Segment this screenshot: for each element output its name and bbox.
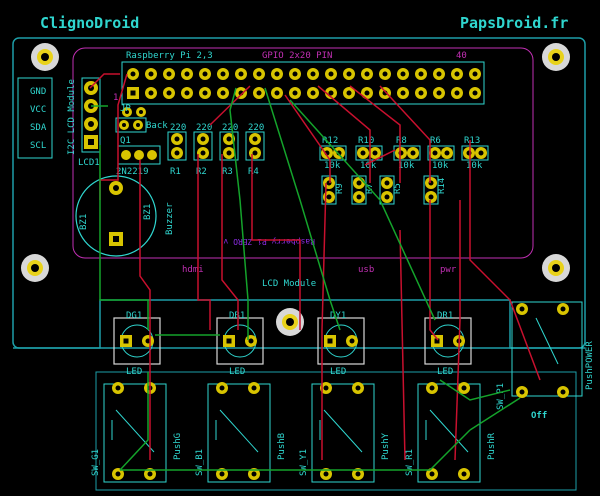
switch-ref: SW_R1: [405, 449, 415, 476]
push-power-label: PushPOWER: [585, 341, 595, 390]
led-label: LED: [330, 367, 346, 377]
push-label: PushG: [173, 433, 183, 460]
push-label: PushY: [381, 432, 391, 460]
resistor-ref: R12: [322, 136, 338, 146]
rpi-footprint: Raspberry Pi ZERO v: [223, 237, 315, 246]
resistor-ref: R14: [437, 178, 447, 194]
rpi-pin40: 40: [456, 51, 467, 61]
q1-transistor: [117, 145, 161, 165]
resistor-value: 10k: [432, 161, 449, 171]
resistor-outline: [219, 131, 239, 161]
led-label: LED: [126, 367, 142, 377]
resistor-value: 10k: [360, 161, 377, 171]
resistor-ref: R13: [464, 136, 480, 146]
gpio-pins: [127, 68, 481, 99]
mounting-holes: [21, 43, 570, 336]
usb-label: usb: [358, 265, 374, 275]
pwr-label: pwr: [440, 265, 457, 275]
resistor-value: 10k: [398, 161, 415, 171]
led-ref: DR1: [437, 311, 453, 321]
resistor-outline: [167, 131, 187, 161]
lcd-vertical: I2C LCD Module: [67, 79, 77, 155]
lcd-gnd: GND: [30, 87, 46, 97]
left-title: ClignoDroid: [40, 14, 139, 32]
top-traces: [89, 73, 541, 461]
buzzer-label: Buzzer: [165, 202, 175, 235]
jp-label: JP: [120, 104, 131, 114]
power-switch: [511, 301, 583, 398]
resistor-value: 220: [222, 123, 238, 133]
switch-ref: SW_B1: [195, 449, 205, 476]
q1-value: 2N2219: [116, 167, 149, 177]
buzzer: [75, 175, 157, 257]
hdmi-label: hdmi: [182, 265, 204, 275]
resistor-value: 220: [196, 123, 212, 133]
sw-p1-label: SW_P1: [496, 383, 506, 410]
resistor-outline: [193, 131, 213, 161]
bz-ref: BZ1: [143, 204, 153, 220]
rpi-gpio: GPIO 2x20 PIN: [262, 51, 332, 61]
gpio-outline: [121, 61, 485, 105]
jumper-pins: [115, 107, 147, 133]
lcd-label-box: [17, 77, 53, 159]
resistor-outline: [245, 131, 265, 161]
lcd-sda: SDA: [30, 123, 47, 133]
lcd-pins: [81, 77, 101, 153]
push-label: PushR: [487, 432, 497, 460]
lcd-vcc: VCC: [30, 105, 46, 115]
lcd-scl: SCL: [30, 141, 46, 151]
led-label: LED: [229, 367, 245, 377]
resistor-ref: R1: [170, 167, 181, 177]
resistor-ref: R6: [430, 136, 441, 146]
rpi-pin1: 1: [113, 93, 118, 103]
resistor-value: 10k: [466, 161, 483, 171]
bottom-traces: [91, 87, 521, 471]
led-label: LED: [437, 367, 453, 377]
resistor-value: 10k: [324, 161, 341, 171]
switch-panel: [95, 371, 577, 491]
rpi-title: Raspberry Pi 2,3: [126, 51, 213, 61]
switch-ref: SW_Y1: [299, 449, 309, 476]
board-outline: [12, 37, 586, 349]
lcd-ref: LCD1: [78, 158, 100, 168]
led-ref: DY1: [330, 311, 346, 321]
lower-edge: [13, 299, 585, 349]
push-label: PushB: [277, 433, 287, 460]
resistor-ref: R10: [358, 136, 374, 146]
switches: PushG SW_G1 PushB SW_B1 PushY SW_Y1 PushR SW_R1: [91, 382, 497, 483]
q1-label: Q1: [120, 136, 131, 146]
resistor-value: 220: [170, 123, 186, 133]
bz-label: BZ1: [79, 214, 89, 230]
off-label: Off: [531, 411, 547, 421]
resistor-ref: R9: [335, 183, 345, 194]
right-title: PapsDroid.fr: [460, 14, 568, 32]
rpi-courtyard: [72, 47, 534, 259]
resistor-ref: R8: [396, 136, 407, 146]
resistor-ref: R5: [393, 183, 403, 194]
resistor-ref: R2: [196, 167, 207, 177]
back-label: Back: [146, 121, 168, 131]
resistor-ref: R4: [248, 167, 259, 177]
switch-ref: SW_G1: [91, 449, 101, 476]
led-ref: DB1: [229, 311, 245, 321]
lcd-module-label: LCD Module: [262, 279, 316, 289]
led-ref: DG1: [126, 311, 142, 321]
resistor-ref: R3: [222, 167, 233, 177]
resistor-value: 220: [248, 123, 264, 133]
